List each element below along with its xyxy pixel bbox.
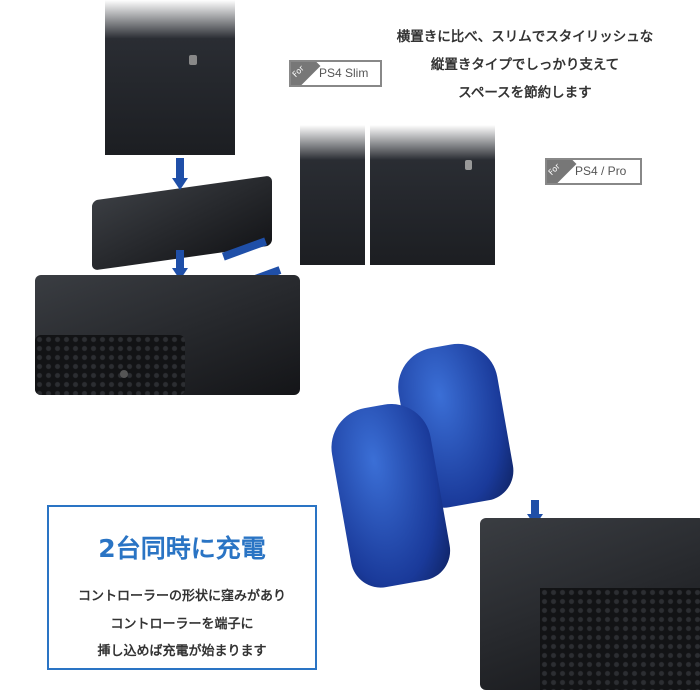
arrow-down-icon	[531, 500, 539, 516]
stand-hex-panel	[540, 588, 700, 690]
feature-line-1: コントローラーの形状に窪みがあり	[77, 589, 286, 604]
charging-stand	[35, 275, 300, 395]
feature-line-2: コントローラーを端子に	[110, 617, 254, 632]
ps-logo-icon	[465, 160, 472, 170]
feature-line-3: 挿し込めば充電が始まります	[97, 644, 267, 659]
stand-hex-panel	[35, 335, 185, 395]
usb-port-icon	[120, 370, 128, 378]
headline-line-1: 横置きに比べ、スリムでスタイリッシュな	[396, 29, 654, 45]
feature-box: 2台同時に充電 コントローラーの形状に窪みがあり コントローラーを端子に 挿し込…	[47, 505, 317, 670]
arrow-down-icon	[176, 158, 184, 180]
ps4-pro-console	[370, 125, 495, 265]
ps4-pro-label: For PS4 / Pro	[545, 158, 642, 185]
headline-line-2: 縦置きタイプでしっかり支えて	[430, 57, 620, 73]
headline-line-3: スペースを節約します	[458, 85, 592, 101]
ps-logo-icon	[189, 55, 197, 65]
feature-title: 2台同時に充電	[98, 534, 266, 563]
arrow-down-icon	[172, 178, 188, 190]
ps4-console	[300, 125, 365, 265]
ps4-slim-console	[105, 0, 235, 155]
ps4-slim-label: For PS4 Slim	[289, 60, 382, 87]
charging-stand-closeup	[480, 518, 700, 690]
arrow-down-icon	[176, 250, 184, 270]
